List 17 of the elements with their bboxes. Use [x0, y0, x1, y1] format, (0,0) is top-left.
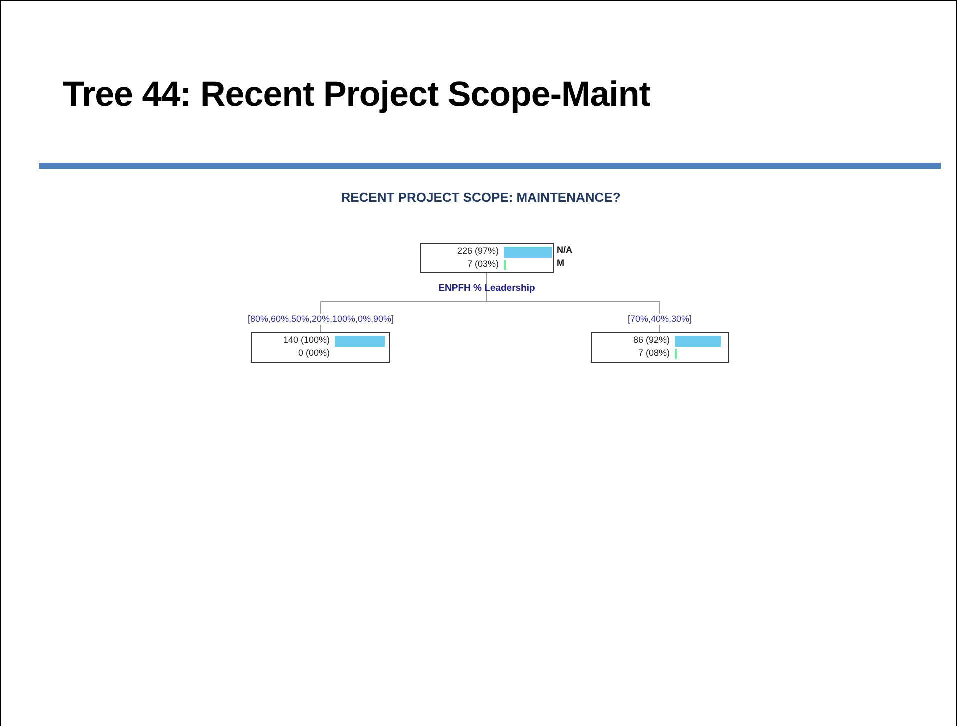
- count-percent-text: 140 (100%): [283, 335, 330, 345]
- chart-heading: RECENT PROJECT SCOPE: MAINTENANCE?: [340, 190, 622, 205]
- branch-condition-label: [80%,60%,50%,20%,100%,0%,90%]: [246, 314, 396, 325]
- class-name-label: N/A: [557, 245, 572, 255]
- count-percent-text: 7 (03%): [467, 259, 499, 269]
- count-percent-text: 0 (00%): [298, 348, 330, 358]
- slide-title: Tree 44: Recent Project Scope-Maint: [63, 75, 650, 115]
- tree-node-box: [251, 332, 390, 363]
- count-percent-text: 7 (08%): [638, 348, 670, 358]
- count-percent-text: 86 (92%): [633, 335, 670, 345]
- count-percent-text: 226 (97%): [457, 246, 499, 256]
- class-name-label: M: [557, 258, 564, 268]
- split-variable-label: ENPFH % Leadership: [438, 283, 536, 294]
- tree-node-box: [591, 332, 729, 363]
- tree-branch-line: [486, 272, 660, 332]
- tree-node-box: [420, 243, 554, 273]
- branch-condition-label: [70%,40%,30%]: [626, 314, 694, 325]
